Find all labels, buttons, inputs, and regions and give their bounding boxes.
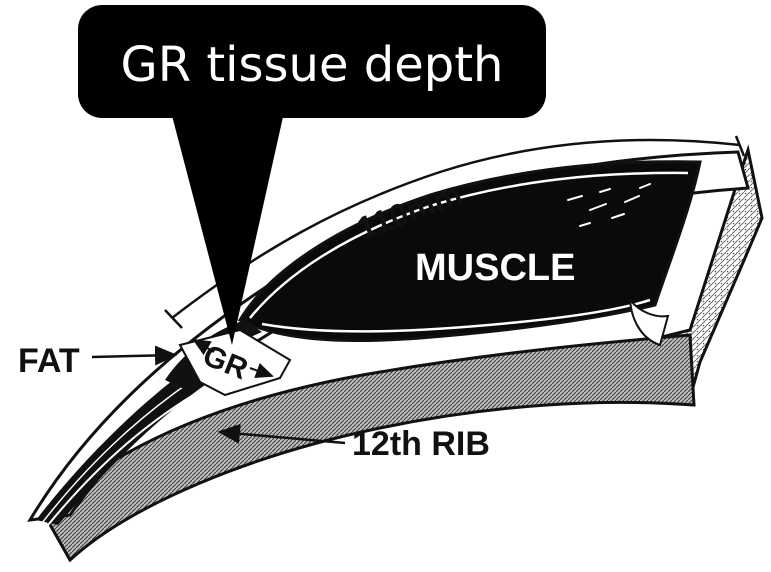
- rib-label: 12th RIB: [352, 425, 490, 463]
- fat-leader-line: [92, 355, 175, 357]
- callout-text: GR tissue depth: [121, 37, 504, 93]
- fat-label: FAT: [18, 342, 80, 380]
- muscle-label: MUSCLE: [415, 247, 575, 289]
